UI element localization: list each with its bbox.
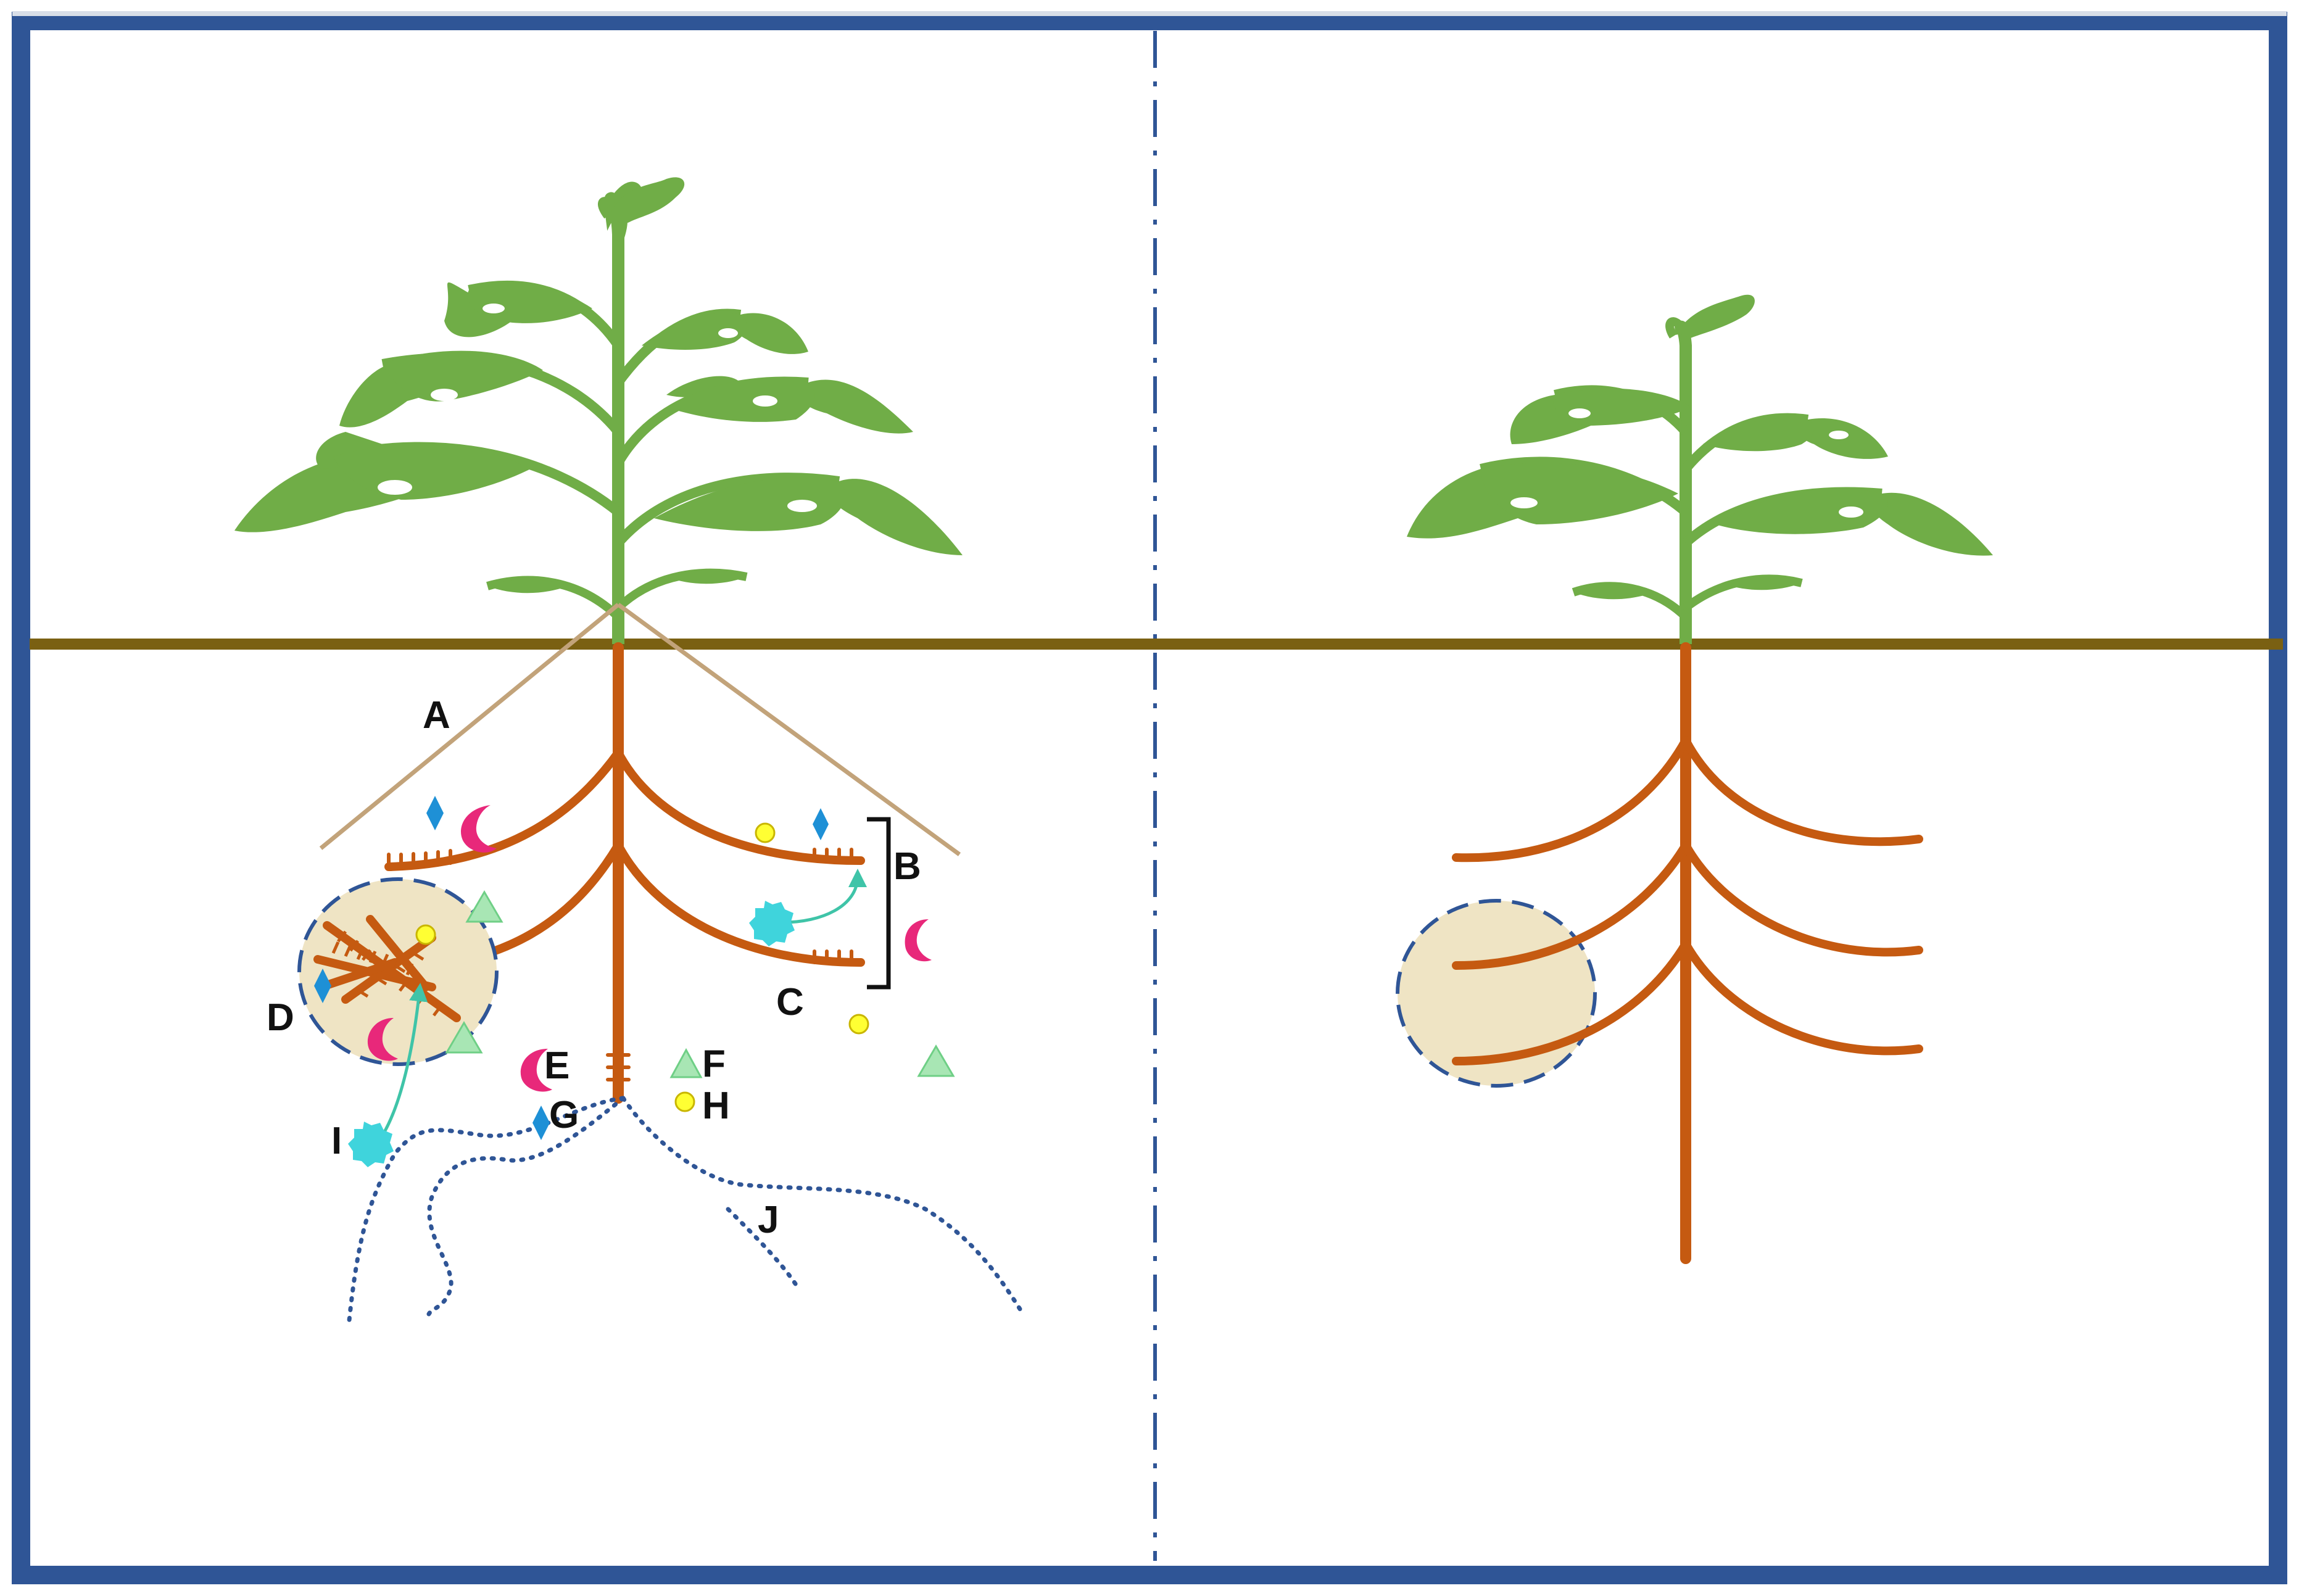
label-h: H <box>702 1085 730 1127</box>
triangle-icons <box>445 890 955 1078</box>
cyan-blob-icon <box>749 901 795 946</box>
cyan-blob-icon <box>348 1122 394 1167</box>
right-plant-shoot <box>1407 294 1993 644</box>
crescent-icon <box>520 1049 552 1092</box>
right-soil-patch <box>1396 899 1597 1088</box>
label-a: A <box>423 694 450 737</box>
diamond-icon <box>426 796 444 830</box>
crescent-icon <box>905 919 932 962</box>
bracket-b <box>867 817 891 990</box>
top-strip <box>12 11 2287 16</box>
outer-frame <box>12 12 2287 1584</box>
label-d: D <box>267 996 294 1039</box>
label-b: B <box>893 845 921 888</box>
triangle-icon <box>445 1021 483 1054</box>
crescent-icons <box>367 805 932 1092</box>
label-c: C <box>776 981 804 1023</box>
left-soil-patch <box>297 877 499 1066</box>
left-leaf-holes <box>378 304 817 512</box>
dotted-hyphae <box>346 1096 1024 1329</box>
diamond-icon <box>813 808 829 840</box>
diamond-icon <box>532 1106 550 1140</box>
label-e: E <box>544 1044 570 1087</box>
label-g: G <box>549 1094 579 1136</box>
crescent-icon <box>461 805 497 853</box>
diamond-icons <box>314 796 829 1140</box>
cyan-blob-icons <box>348 901 795 1167</box>
crescent-icon <box>367 1018 398 1061</box>
yellow-circle-icons <box>415 822 869 1112</box>
triangle-icon <box>917 1044 955 1077</box>
triangle-icon <box>669 1048 703 1078</box>
circle-icon <box>674 1091 695 1112</box>
left-plant-shoot <box>234 177 963 644</box>
circle-icon <box>415 924 436 945</box>
circle-icon <box>848 1014 869 1035</box>
circle-icon <box>755 822 776 843</box>
label-f: F <box>702 1043 726 1085</box>
label-j: J <box>758 1199 779 1241</box>
left-root-system <box>378 642 865 1104</box>
right-root-system <box>1452 642 1923 1264</box>
right-leaf-holes <box>1510 408 1863 518</box>
rhizosphere-cone-lines <box>319 603 961 856</box>
label-i: I <box>331 1120 342 1162</box>
triangle-icon <box>465 890 503 923</box>
uptake-arrows <box>381 869 867 1136</box>
diamond-icon <box>314 969 331 1003</box>
